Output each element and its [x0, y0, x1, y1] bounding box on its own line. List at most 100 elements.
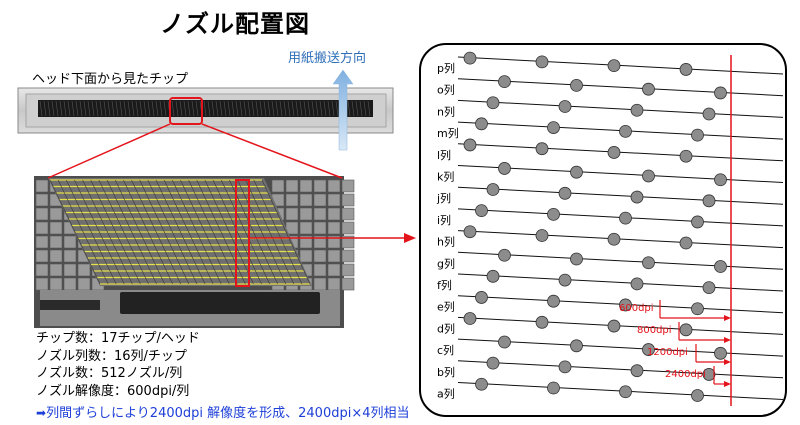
- chip-texture: [163, 100, 167, 117]
- nozzle-dot: [463, 138, 477, 152]
- chip-texture: [87, 100, 91, 117]
- chip-texture: [203, 100, 207, 117]
- nozzle-dot: [714, 173, 727, 187]
- chip-texture: [51, 100, 55, 117]
- page-title: ノズル配置図: [160, 10, 310, 38]
- chip-texture: [299, 100, 303, 117]
- row-label: b列: [437, 365, 455, 379]
- tile: [77, 277, 91, 291]
- tile: [327, 221, 341, 235]
- tile: [299, 221, 313, 235]
- nozzle-column-divider: [123, 179, 173, 285]
- chip-texture: [327, 100, 331, 117]
- tile: [313, 235, 327, 249]
- nozzle-dot: [679, 63, 693, 76]
- nozzle-dot: [486, 269, 500, 283]
- nozzle-column-divider: [106, 179, 157, 285]
- row-label: m列: [437, 126, 459, 140]
- nozzle-column-divider: [131, 179, 182, 285]
- chip-texture: [331, 100, 335, 117]
- chip-texture: [335, 100, 339, 117]
- nozzle-dot: [714, 260, 727, 273]
- nozzle-column-divider: [220, 179, 270, 285]
- print-head-photo: [17, 87, 394, 134]
- chip-texture: [283, 100, 287, 117]
- nozzle-column-divider: [155, 179, 206, 285]
- nozzle-dot: [570, 252, 583, 266]
- chip-texture: [219, 100, 223, 117]
- dimension-label: 800dpi: [637, 325, 672, 336]
- tile: [341, 263, 355, 277]
- nozzle-column-divider: [90, 179, 141, 285]
- chip-texture: [95, 100, 99, 117]
- nozzle-dot: [558, 360, 572, 374]
- nozzle-dot: [535, 229, 549, 242]
- nozzle-dot: [607, 232, 621, 246]
- nozzle-dot: [691, 128, 704, 142]
- nozzle-row-line: [457, 165, 784, 183]
- nozzle-dot: [679, 236, 693, 250]
- chip-texture: [59, 100, 63, 117]
- arrow-right-icon: [724, 337, 731, 343]
- spec-list: チップ数：17チップ/ヘッド ノズル列数：16列/チップ ノズル数：512ノズル…: [36, 330, 200, 400]
- chip-texture: [147, 100, 151, 117]
- arrow-right-icon: [724, 315, 731, 321]
- nozzle-dot: [475, 377, 488, 391]
- tile: [49, 207, 63, 221]
- chip-texture: [247, 100, 251, 117]
- nozzle-dot: [570, 165, 583, 179]
- chip-texture: [111, 100, 115, 117]
- nozzle-dot: [714, 346, 727, 360]
- nozzle-column-divider: [188, 179, 238, 285]
- chip-texture: [311, 100, 315, 117]
- chip-texture: [223, 100, 227, 117]
- chip-texture: [155, 100, 159, 117]
- tile: [327, 235, 341, 249]
- nozzle-row-line: [457, 143, 784, 162]
- chip-texture: [183, 100, 187, 117]
- nozzle-column-divider: [57, 179, 109, 285]
- dimension-label: 2400dpi: [665, 369, 706, 380]
- chip-texture: [315, 100, 319, 117]
- nozzle-column-divider: [237, 179, 287, 285]
- row-label: j列: [436, 191, 451, 205]
- tile: [35, 207, 49, 221]
- nozzle-dot: [558, 186, 572, 200]
- tile: [35, 263, 49, 277]
- chip-texture: [275, 100, 279, 117]
- tile: [49, 249, 63, 263]
- chip-texture: [135, 100, 139, 117]
- tile: [327, 277, 341, 291]
- tile: [299, 193, 313, 207]
- nozzle-dot: [558, 273, 572, 287]
- chip-texture: [363, 100, 367, 117]
- nozzle-dot: [619, 298, 632, 312]
- nozzle-dot: [679, 323, 693, 337]
- tile: [327, 193, 341, 207]
- nozzle-dot: [702, 194, 716, 208]
- nozzle-dot: [702, 368, 716, 381]
- chip-texture: [267, 100, 271, 117]
- tile: [313, 277, 327, 291]
- nozzle-dot: [642, 82, 655, 96]
- arrow-right-icon: ➡: [36, 406, 47, 420]
- tile: [341, 221, 355, 235]
- nozzle-row-line: [457, 273, 784, 292]
- nozzle-dot: [475, 204, 488, 218]
- nozzle-dot: [607, 146, 621, 159]
- nozzle-row-line: [457, 316, 784, 335]
- nozzle-column-divider: [82, 179, 133, 285]
- chip-texture: [287, 100, 291, 117]
- chip-texture: [55, 100, 59, 117]
- nozzle-dot: [475, 117, 488, 131]
- tile: [271, 179, 285, 193]
- chip-texture: [103, 100, 107, 117]
- chip-texture: [351, 100, 355, 117]
- nozzle-row-line: [457, 78, 784, 97]
- nozzle-dot: [630, 277, 644, 291]
- nozzle-column-divider: [114, 179, 165, 285]
- tile: [313, 263, 327, 277]
- nozzle-dot: [642, 343, 655, 356]
- head-highlight-box: [169, 97, 203, 125]
